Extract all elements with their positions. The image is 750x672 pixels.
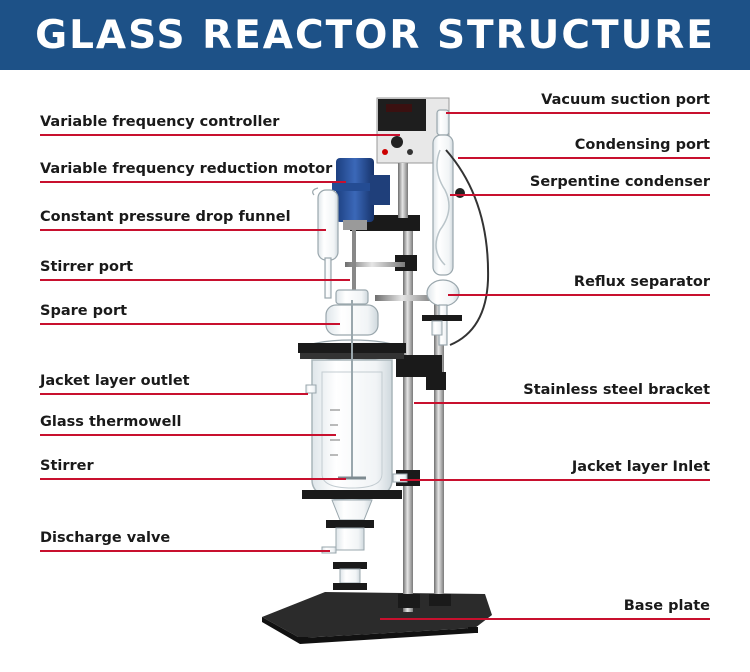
label-jacket-layer-inlet: Jacket layer Inlet xyxy=(571,459,710,475)
title-banner: GLASS REACTOR STRUCTURE xyxy=(0,0,750,70)
label-stirrer: Stirrer xyxy=(40,458,94,474)
discharge-valve-shape xyxy=(321,499,374,590)
leader-stirrer xyxy=(40,478,346,480)
label-discharge-valve: Discharge valve xyxy=(40,530,171,546)
label-spare-port: Spare port xyxy=(40,303,128,319)
motor-shape xyxy=(332,158,390,300)
label-glass-thermowell: Glass thermowell xyxy=(40,414,182,430)
leader-stirrer-port xyxy=(40,279,350,281)
leader-glass-thermowell xyxy=(40,434,336,436)
leader-condensing-port xyxy=(458,157,710,159)
label-variable-frequency-controller: Variable frequency controller xyxy=(40,114,280,130)
leader-constant-pressure-drop-funnel xyxy=(40,229,326,231)
leader-base-plate xyxy=(380,618,710,620)
leader-variable-frequency-reduction-motor xyxy=(40,181,346,183)
leader-serpentine-condenser xyxy=(450,194,710,196)
label-serpentine-condenser: Serpentine condenser xyxy=(529,174,710,190)
label-reflux-separator: Reflux separator xyxy=(573,274,710,290)
label-stainless-steel-bracket: Stainless steel bracket xyxy=(523,382,710,398)
leader-reflux-separator xyxy=(448,294,710,296)
label-vacuum-suction-port: Vacuum suction port xyxy=(541,92,710,108)
leader-vacuum-suction-port xyxy=(446,112,710,114)
jacketed-vessel xyxy=(305,300,408,501)
leader-spare-port xyxy=(40,323,340,325)
page-title: GLASS REACTOR STRUCTURE xyxy=(35,12,715,58)
leader-discharge-valve xyxy=(40,550,330,552)
label-constant-pressure-drop-funnel: Constant pressure drop funnel xyxy=(40,209,291,225)
leader-jacket-layer-outlet xyxy=(40,393,308,395)
label-variable-frequency-reduction-motor: Variable frequency reduction motor xyxy=(40,161,333,177)
drop-funnel-shape xyxy=(312,187,339,299)
label-jacket-layer-outlet: Jacket layer outlet xyxy=(40,373,190,389)
label-condensing-port: Condensing port xyxy=(574,137,710,153)
label-base-plate: Base plate xyxy=(623,598,710,614)
leader-jacket-layer-inlet xyxy=(400,479,710,481)
label-stirrer-port: Stirrer port xyxy=(40,259,134,275)
leader-variable-frequency-controller xyxy=(40,134,400,136)
leader-stainless-steel-bracket xyxy=(414,402,710,404)
